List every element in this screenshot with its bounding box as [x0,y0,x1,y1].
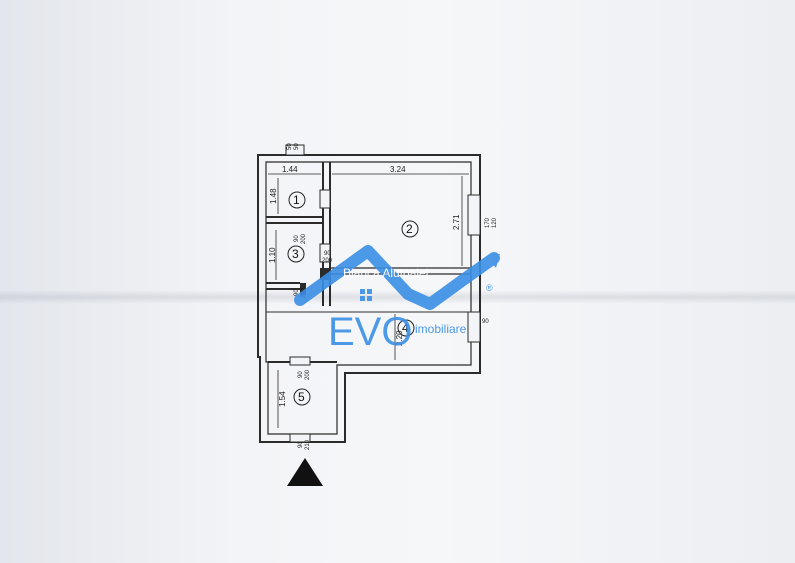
watermark-brand: EVO [328,310,412,354]
dimension-lines [268,173,469,428]
doors [285,144,481,443]
dim-top-left: 1.44 [282,165,298,174]
watermark-tagline: imobiliare [415,322,467,336]
room-3-label: 3 [292,247,299,261]
paper-fold [0,290,795,304]
door-entrance-b: 210 [305,439,311,450]
watermark-agent: Bianca Alutoaiei [343,266,428,280]
door-room5-a: 90 [298,371,304,378]
door-hall-b: 200 [322,258,333,264]
room-5-label: 5 [298,390,305,404]
watermark: EVO imobiliare Bianca Alutoaiei ® [294,245,500,354]
door-room1-b: 200 [301,233,307,244]
door-room3-a: 90 [294,289,300,296]
house-icon [360,289,372,301]
entrance-arrow-icon [287,458,323,486]
dim-room3-height: 1.10 [268,247,277,263]
door-room1-a: 90 [294,235,300,242]
door-hall-a: 90 [324,251,331,257]
window-right-sub: 120 [492,217,498,228]
room-markers [287,191,419,406]
door-room5-b: 200 [305,369,311,380]
window-top-label: 50 [287,143,293,150]
room-4-label: 4 [402,321,409,335]
room-2-label: 2 [406,222,413,236]
dim-room5-height: 1.54 [278,391,287,407]
watermark-registered: ® [486,283,493,293]
room-1-label: 1 [293,193,300,207]
door-entrance-a: 90 [298,441,304,448]
dim-top-right: 3.24 [390,165,406,174]
dim-room4-height: 2.20 [395,330,404,346]
window-lower-label: 90 [482,319,489,325]
watermark-swoosh-icon [294,245,500,310]
dim-room1-height: 1.48 [269,188,278,204]
window-top-sub: 50 [294,143,300,150]
window-right-label: 170 [485,217,491,228]
dim-room2-height: 2.71 [452,214,461,230]
